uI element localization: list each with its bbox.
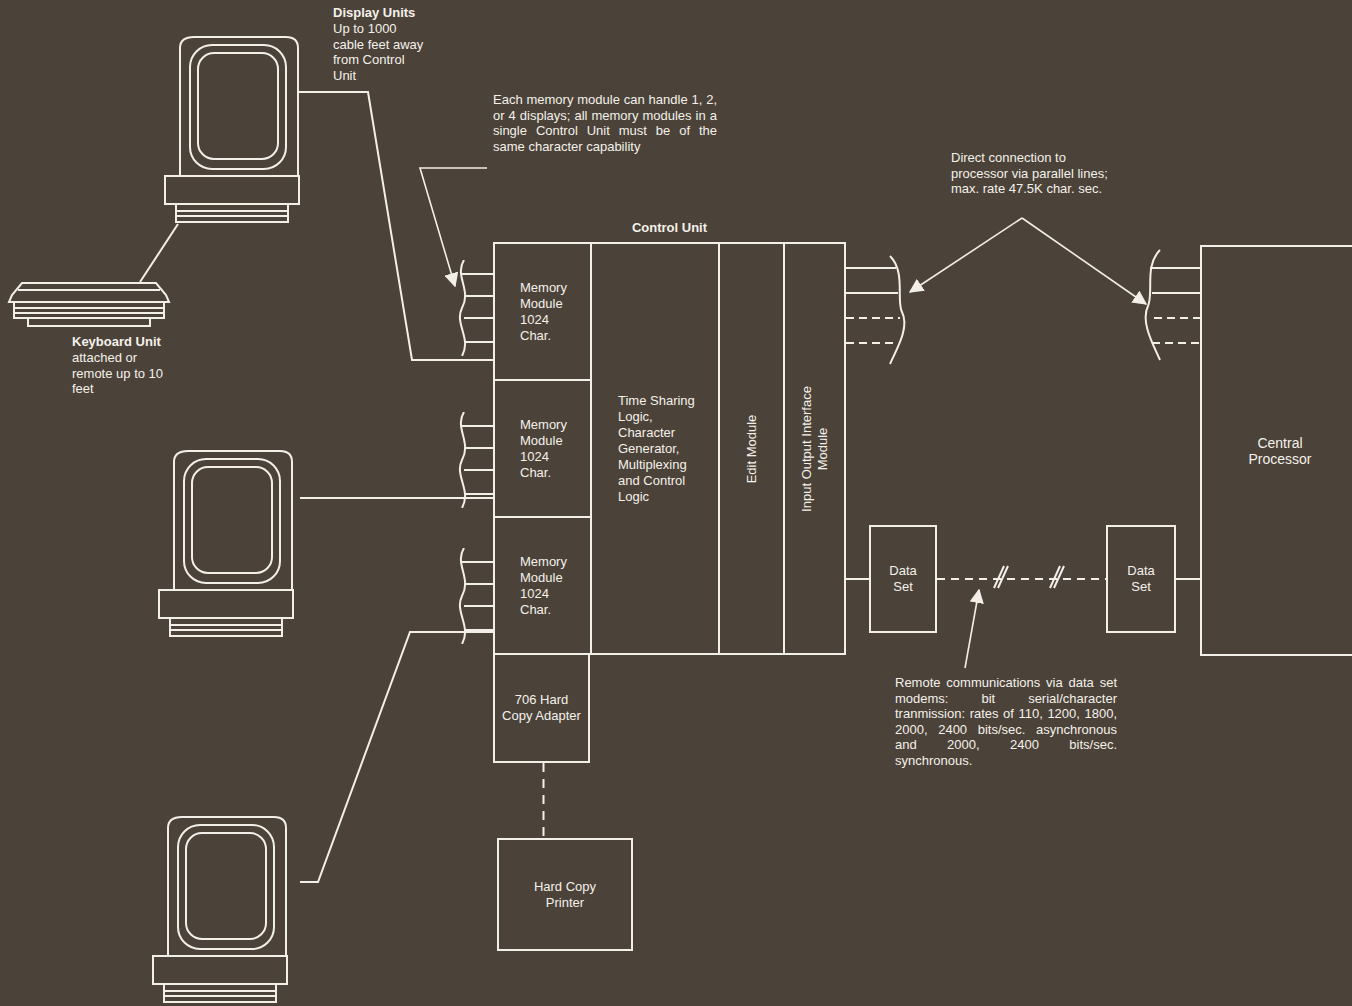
logic-module-box: Time Sharing Logic, Character Generator,…	[590, 242, 720, 655]
parallel-line	[846, 268, 898, 293]
box-label: Input Output Interface Module	[799, 386, 831, 512]
break-mark	[890, 256, 904, 364]
memory-input-lines	[460, 548, 494, 644]
io-interface-module-box: Input Output Interface Module	[783, 242, 846, 655]
keyboard-unit-note: attached or remote up to 10 feet	[72, 350, 168, 397]
box-label: Memory Module 1024 Char.	[520, 417, 582, 481]
keyboard-unit	[9, 283, 169, 326]
connector-line	[937, 578, 1106, 580]
break-mark	[1146, 250, 1160, 360]
data-set-box: Data Set	[869, 525, 937, 633]
remote-callout: Remote communications via data set modem…	[895, 675, 1117, 769]
box-label: Memory Module 1024 Char.	[520, 554, 582, 618]
memory-module-box: Memory Module 1024 Char.	[493, 516, 592, 655]
parallel-line	[1150, 268, 1200, 293]
display-units-note: Up to 1000 cable feet away from Control …	[333, 21, 425, 83]
box-label: Edit Module	[744, 384, 760, 514]
connector-line	[846, 578, 869, 580]
box-label: Data Set	[1116, 563, 1166, 595]
break-mark	[1050, 566, 1064, 588]
callout-arrow	[965, 590, 979, 668]
display-cable	[298, 92, 493, 360]
cable-lines	[140, 92, 493, 882]
box-label: Data Set	[878, 563, 928, 595]
box-label: Hard Copy Printer	[530, 879, 600, 911]
parallel-callout: Direct connection to processor via paral…	[951, 150, 1116, 197]
control-unit-box: Control UnitMemory Module 1024 Char.Memo…	[493, 242, 846, 655]
display-unit	[165, 37, 299, 222]
callout-arrow	[1022, 218, 1146, 304]
connector-line	[1176, 578, 1200, 580]
connector-line	[543, 763, 545, 838]
callout-arrow	[910, 218, 1022, 292]
parallel-line-dashed	[846, 318, 900, 343]
box-label: 706 Hard Copy Adapter	[502, 692, 582, 724]
parallel-line-dashed	[1152, 318, 1200, 343]
memory-module-box: Memory Module 1024 Char.	[493, 379, 592, 518]
callout-arrow	[420, 168, 487, 286]
memory-callout: Each memory module can handle 1, 2, or 4…	[493, 92, 717, 154]
display-units-heading: Display Units	[333, 5, 443, 21]
display-unit	[153, 817, 287, 1002]
data-set-box: Data Set	[1106, 525, 1176, 633]
keyboard-unit-heading: Keyboard Unit	[72, 334, 182, 350]
display-cable	[300, 632, 493, 882]
memory-module-box: Memory Module 1024 Char.	[493, 242, 592, 381]
parallel-lines	[846, 250, 1200, 588]
memory-input-lines	[460, 260, 494, 356]
break-mark	[994, 566, 1008, 588]
central-processor-box: Central Processor	[1200, 245, 1352, 656]
box-heading: Control Unit	[495, 220, 844, 236]
hard-copy-adapter-box: 706 Hard Copy Adapter	[493, 653, 590, 763]
callout-arrows	[420, 168, 1146, 668]
box-label: Central Processor	[1225, 435, 1335, 467]
box-label: Time Sharing Logic, Character Generator,…	[618, 393, 702, 505]
keyboard-cable	[140, 224, 178, 282]
memory-input-lines	[460, 412, 494, 508]
box-label: Memory Module 1024 Char.	[520, 280, 582, 344]
printer-box: Hard Copy Printer	[497, 838, 633, 951]
edit-module-box: Edit Module	[718, 242, 785, 655]
display-unit	[159, 451, 293, 636]
